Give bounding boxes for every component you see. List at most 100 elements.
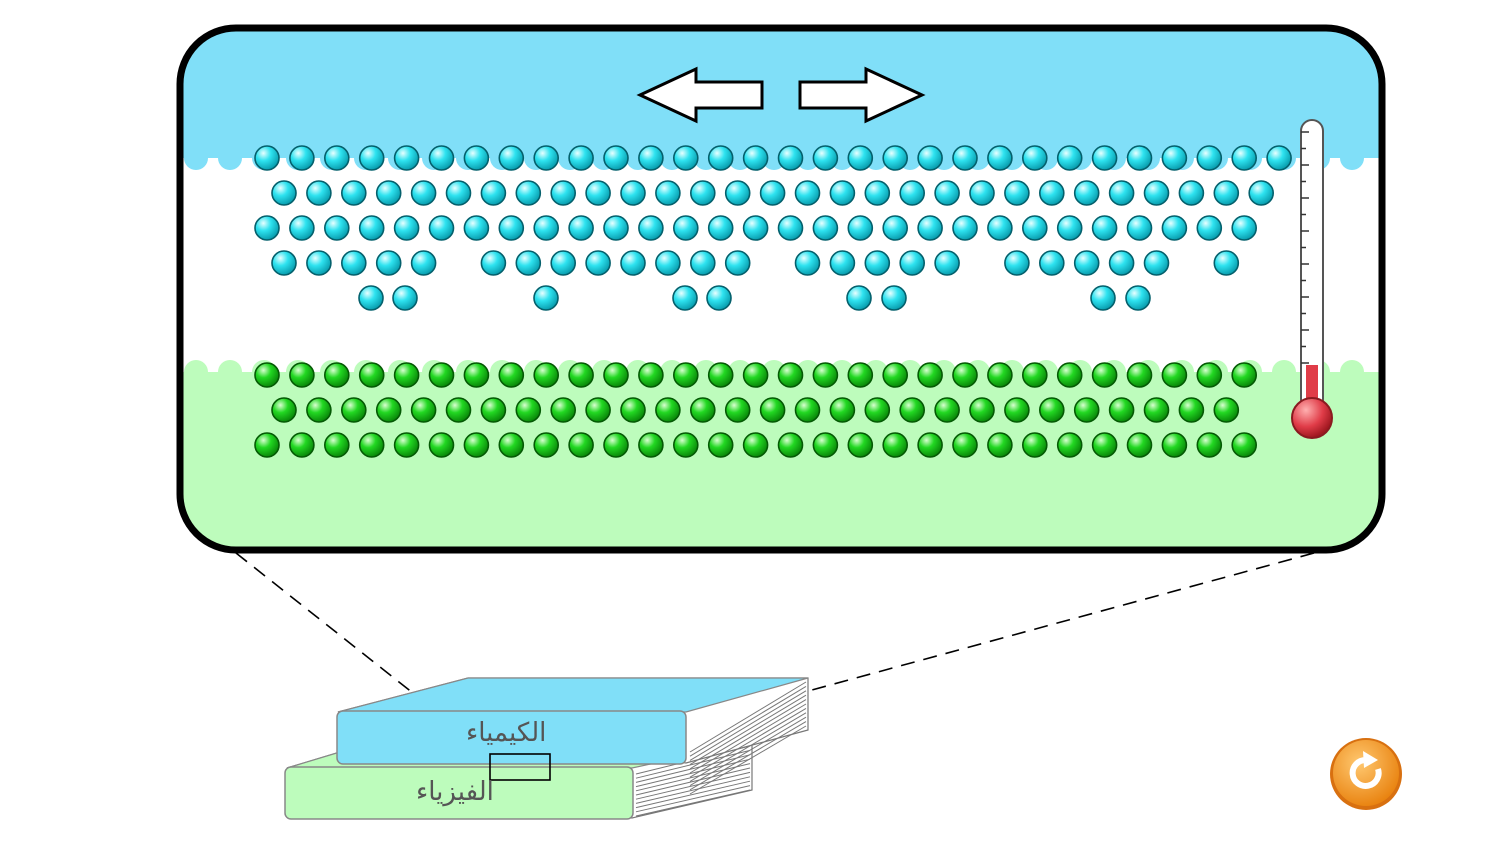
upper-particle — [777, 215, 804, 241]
page-line — [635, 780, 751, 809]
upper-particle — [1143, 180, 1170, 206]
upper-particle — [393, 215, 420, 241]
page-line — [689, 681, 807, 753]
upper-particle — [882, 145, 909, 171]
page-line — [689, 690, 807, 761]
upper-particle — [847, 215, 874, 241]
upper-particle — [393, 145, 420, 171]
lower-particle — [987, 362, 1013, 388]
lower-particle — [358, 362, 385, 388]
lower-particle — [568, 362, 594, 388]
lower-particle — [306, 397, 332, 423]
lower-particle — [707, 362, 734, 388]
lower-particle — [742, 432, 769, 458]
upper-particle — [777, 145, 804, 171]
upper-particle — [1004, 180, 1030, 206]
page-line — [689, 716, 807, 787]
lower-particle — [934, 397, 960, 423]
upper-particle — [1231, 215, 1257, 241]
upper-particle — [603, 145, 629, 171]
lower-particle — [1231, 362, 1257, 388]
upper-particle — [689, 250, 716, 276]
right-arrow-icon — [798, 66, 926, 124]
lower-particle — [1022, 362, 1048, 388]
upper-particle — [1091, 145, 1118, 171]
upper-particle — [480, 180, 507, 206]
lower-particles — [254, 362, 1257, 458]
reset-button[interactable] — [1328, 736, 1404, 812]
lower-particle — [1091, 432, 1118, 458]
lower-particle — [393, 432, 420, 458]
lower-particle — [1196, 432, 1223, 458]
lower-particle — [428, 432, 455, 458]
upper-particle — [1161, 145, 1188, 171]
upper-particle — [463, 215, 490, 241]
upper-particle — [724, 250, 751, 276]
lower-particle — [1178, 397, 1205, 423]
lower-particle — [882, 432, 909, 458]
lower-particle — [1056, 362, 1083, 388]
lower-particle — [917, 432, 943, 458]
upper-particle — [987, 145, 1013, 171]
page-line — [635, 767, 751, 796]
lower-particle — [445, 397, 472, 423]
left-right-arrows-icon — [636, 66, 926, 124]
upper-particle — [847, 145, 874, 171]
lower-particle — [1231, 432, 1257, 458]
page-line — [689, 694, 807, 766]
lower-particle — [969, 397, 995, 423]
upper-particle — [1213, 180, 1240, 206]
lower-particle — [1126, 432, 1153, 458]
page-line — [635, 749, 751, 779]
lower-particle — [289, 362, 315, 388]
lower-particle — [463, 362, 490, 388]
lower-particle — [323, 362, 350, 388]
upper-particle — [1056, 215, 1083, 241]
lower-particle — [393, 362, 420, 388]
lower-particle — [480, 397, 507, 423]
lower-particle — [987, 432, 1013, 458]
upper-particle — [707, 215, 734, 241]
upper-particle — [375, 250, 402, 276]
lower-particle — [1143, 397, 1170, 423]
upper-particle — [1022, 215, 1048, 241]
lower-particle — [672, 432, 699, 458]
upper-particle — [254, 145, 280, 171]
lower-particle — [655, 397, 681, 423]
lower-particle — [794, 397, 821, 423]
upper-particle — [1143, 250, 1170, 276]
upper-particle — [375, 180, 402, 206]
lower-particle — [1056, 432, 1083, 458]
lower-particle — [882, 362, 909, 388]
lower-particle — [1108, 397, 1135, 423]
upper-particle — [1004, 250, 1030, 276]
lower-particle — [550, 397, 577, 423]
lower-particle — [254, 432, 280, 458]
upper-particle — [550, 250, 577, 276]
upper-particle — [812, 215, 839, 241]
upper-particle — [899, 250, 926, 276]
upper-particle — [969, 180, 995, 206]
upper-particle — [358, 285, 384, 311]
lower-particle — [271, 397, 297, 423]
upper-particle — [1091, 215, 1118, 241]
upper-particle — [672, 145, 699, 171]
upper-particle — [533, 145, 560, 171]
upper-particle — [672, 215, 699, 241]
lower-particle — [620, 397, 646, 423]
upper-particle — [585, 250, 611, 276]
upper-particle — [1022, 145, 1048, 171]
upper-particle — [1248, 180, 1274, 206]
zoom-lines — [235, 552, 1315, 763]
lower-particle — [340, 397, 367, 423]
upper-particle — [917, 215, 943, 241]
lower-particle — [952, 432, 978, 458]
lower-particle — [375, 397, 402, 423]
upper-particle — [1125, 285, 1151, 311]
left-arrow-icon — [636, 66, 764, 124]
lower-particle — [638, 362, 664, 388]
upper-particle — [1090, 285, 1116, 311]
upper-particle — [899, 180, 926, 206]
upper-particle — [1213, 250, 1240, 276]
upper-particle — [428, 145, 455, 171]
